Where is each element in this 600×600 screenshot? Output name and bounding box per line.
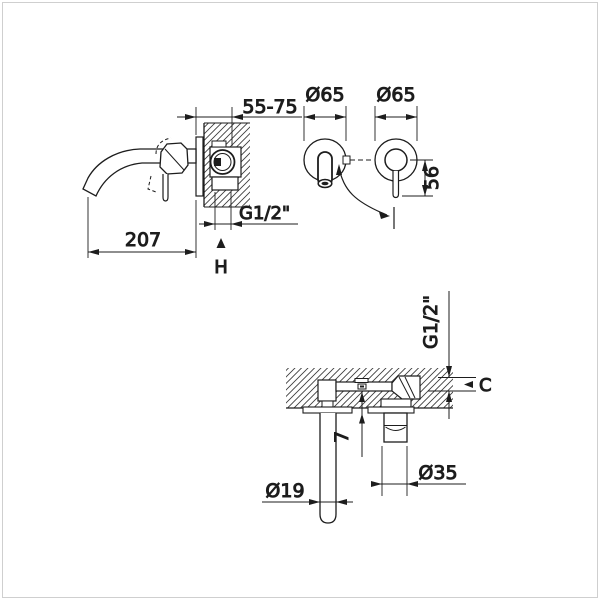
valve-top-port	[211, 140, 227, 148]
dim-text-dia-tube: Ø19	[265, 480, 304, 502]
handle-hub-front	[384, 148, 408, 172]
handle-lever-side	[162, 174, 169, 202]
arrowhead	[359, 413, 365, 424]
pipe-union-top	[354, 378, 369, 383]
dim-text-thread-top: G1/2"	[420, 295, 442, 349]
arrowhead	[185, 114, 196, 120]
height-ref-arrow	[216, 238, 226, 248]
arrowhead	[335, 114, 346, 120]
arrowhead	[422, 185, 428, 196]
arrowhead	[204, 221, 215, 227]
front-view: Ø65 Ø65 56	[303, 84, 444, 229]
arrowhead	[336, 164, 342, 175]
height-ref-text: H	[214, 257, 228, 278]
arrowhead	[185, 249, 196, 255]
dim-text-dia-handle: Ø65	[376, 84, 415, 106]
cartridge-flange	[380, 398, 412, 408]
dim-text-dia-cartridge: Ø35	[418, 462, 457, 484]
arrowhead	[336, 499, 347, 505]
arrowhead	[232, 114, 243, 120]
cartridge-cylinder	[383, 412, 408, 443]
escutcheon-strip-right	[367, 406, 415, 414]
dim-text-plate-offset: 7	[331, 431, 353, 443]
clearance-pointer	[464, 381, 473, 388]
escutcheon-strip-left	[302, 406, 353, 414]
dim-text-thread-side: G1/2"	[239, 203, 290, 224]
arrowhead	[88, 249, 99, 255]
arrowhead	[422, 160, 428, 171]
handle-alt-position-dash	[155, 137, 172, 155]
waterway-cut	[214, 158, 221, 166]
arrowhead	[371, 481, 382, 487]
centerline-tab	[342, 155, 351, 165]
arrowhead	[407, 481, 418, 487]
valve-bottom-port	[211, 176, 239, 191]
arrowhead	[446, 391, 452, 402]
spout-outlet-hole	[321, 181, 329, 186]
handle-lever-front	[392, 171, 400, 199]
dim-text-dia-spout: Ø65	[305, 84, 344, 106]
funnel-inner-line	[404, 376, 416, 399]
escutcheon-side	[195, 136, 204, 197]
arrowhead	[406, 114, 417, 120]
dim-text-clearance: C	[479, 375, 492, 396]
arrowhead	[304, 114, 315, 120]
arrowhead	[446, 366, 452, 377]
arrowhead	[379, 212, 390, 219]
dim-text-embed-depth: 55-75	[242, 96, 297, 118]
arrowhead	[231, 221, 242, 227]
handle-knob-axis	[164, 148, 185, 171]
cartridge-dish-arc	[385, 426, 406, 431]
handle-alt-position-dash2	[147, 175, 157, 193]
arrowhead	[375, 114, 386, 120]
top-section-view: 7 Ø19 Ø35 G1/2" C	[262, 291, 492, 524]
funnel-inner-line	[398, 376, 411, 399]
dim-text-lever-length: 56	[421, 166, 443, 190]
pipe-union-mark	[360, 385, 364, 388]
spout-tube-top-view	[319, 413, 337, 524]
side-view: 55-75 207 G1/2" H	[82, 96, 302, 279]
arrowhead	[359, 392, 365, 402]
arrowhead	[309, 499, 320, 505]
spout-elbow-block	[317, 379, 337, 402]
dim-text-spout-reach: 207	[125, 229, 161, 251]
